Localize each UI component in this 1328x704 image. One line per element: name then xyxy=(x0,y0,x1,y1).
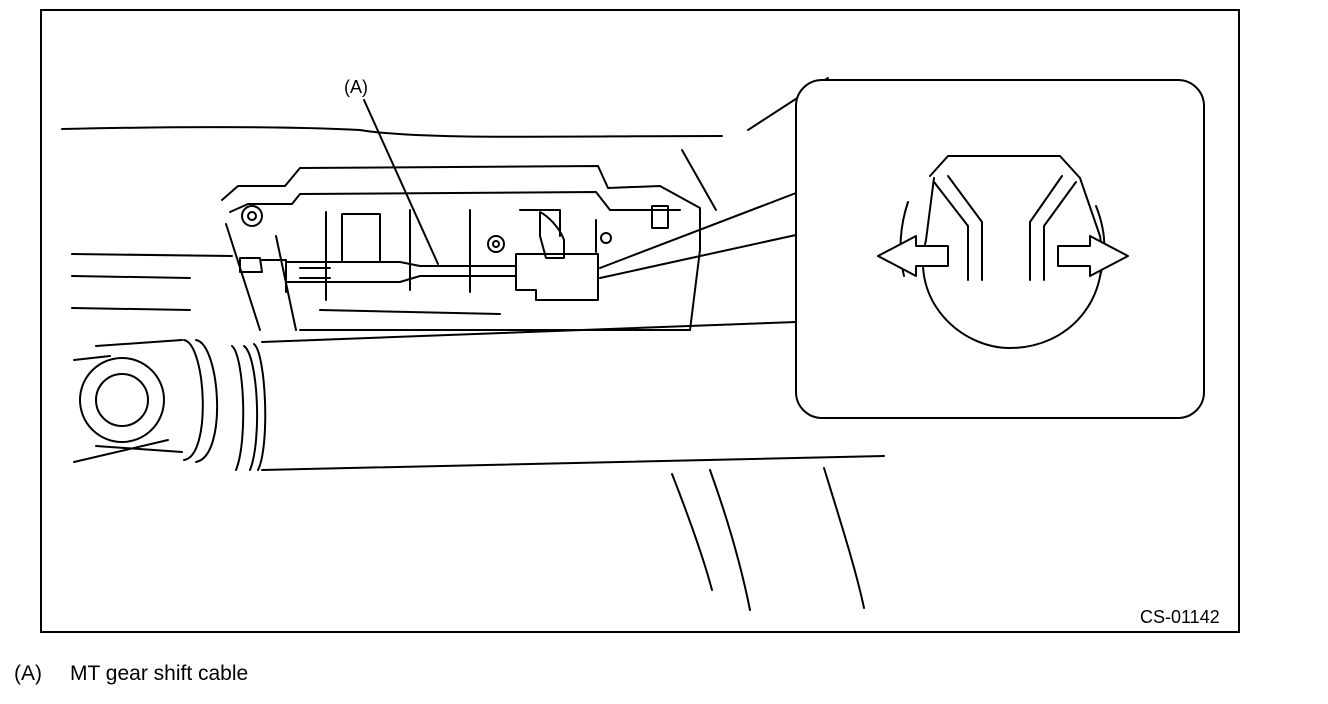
detail-inset xyxy=(795,79,1205,419)
arrow-left-icon xyxy=(877,235,949,277)
callout-leader-line xyxy=(363,99,439,265)
legend-item: (A) MT gear shift cable xyxy=(14,662,248,686)
arrow-right-icon xyxy=(1057,235,1129,277)
transmission-housing xyxy=(221,165,701,331)
legend-text: MT gear shift cable xyxy=(70,662,249,685)
propeller-shaft xyxy=(79,319,885,471)
legend-key: (A) xyxy=(14,662,42,685)
figure-frame xyxy=(40,9,1240,633)
body-contour xyxy=(61,77,829,463)
figure-id: CS-01142 xyxy=(1140,607,1220,627)
zoom-cone xyxy=(599,192,797,279)
lower-frame xyxy=(671,467,865,611)
callout-a-label: (A) xyxy=(344,77,368,97)
shift-cable xyxy=(239,253,599,301)
